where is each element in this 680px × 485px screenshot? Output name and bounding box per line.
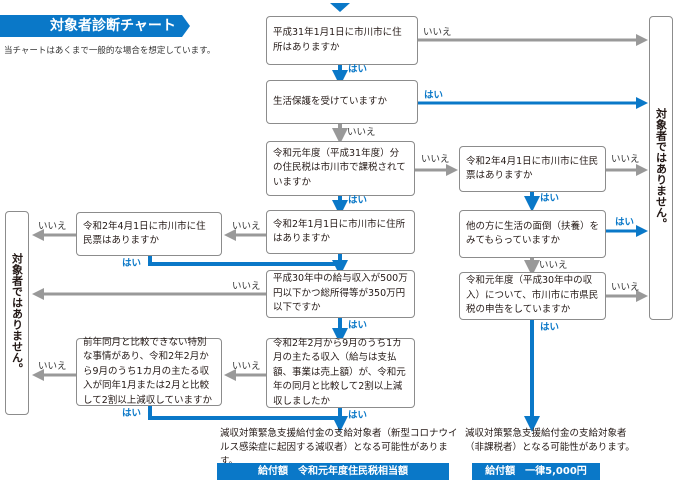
question-q3: 令和元年度（平成31年度）分の住民税は市川市で課税されていますか xyxy=(266,141,415,196)
question-q2: 生活保護を受けていますか xyxy=(266,80,418,124)
question-q6: 令和2年2月から9月のうち1カ月の主たる収入（給与は支払額、事業は売上額）が、令… xyxy=(266,338,415,408)
label-q5-yes: はい xyxy=(348,320,368,331)
question-q5: 平成30年中の給与収入が500万円以下かつ総所得等が350万円以下ですか xyxy=(266,270,415,318)
q7-yes-connector xyxy=(148,406,340,420)
label-q2-no: いいえ xyxy=(347,127,376,138)
result-left-amount: 給付額 令和元年度住民税相当額 xyxy=(217,463,449,480)
question-r1: 令和2年4月1日に市川市に住民票はありますか xyxy=(459,146,606,192)
question-q4: 令和2年1月1日に市川市に住所はありますか xyxy=(266,210,415,254)
result-left-text: 減収対策緊急支援給付金の支給対象者（新型コロナウイルス感染症に起因する減収者）と… xyxy=(220,428,458,467)
label-r3-no: いいえ xyxy=(611,282,640,293)
question-q8: 令和2年4月1日に市川市に住民票はありますか xyxy=(76,212,222,256)
question-r2: 他の方に生活の面倒（扶養）をみてもらっていますか xyxy=(459,210,606,258)
label-q3-no: いいえ xyxy=(421,154,450,165)
chart-note: 当チャートはあくまで一般的な場合を想定しています。 xyxy=(4,46,216,56)
label-q1-no: いいえ xyxy=(423,27,452,38)
label-q6-yes: はい xyxy=(348,410,368,421)
q8-yes-connector xyxy=(148,256,340,266)
title-arrow-tip xyxy=(182,15,190,37)
label-q6-no: いいえ xyxy=(232,361,261,372)
label-q7-no: いいえ xyxy=(38,361,67,372)
start-arrow xyxy=(330,3,350,12)
label-q8-yes: はい xyxy=(122,258,142,269)
result-right-text: 減収対策緊急支援給付金の支給対象者（非課税者）となる可能性があります。 xyxy=(465,428,635,453)
label-q2-yes: はい xyxy=(424,90,444,101)
label-r2-yes: はい xyxy=(615,217,635,228)
label-q1-yes: はい xyxy=(348,64,368,75)
label-r1-yes: はい xyxy=(540,193,560,204)
not-eligible-right: 対象者ではありません。 xyxy=(649,16,673,320)
label-r3-yes: はい xyxy=(540,322,560,333)
question-q7: 前年同月と比較できない特別な事情があり、令和2年2月から9月のうち1カ月の主たる… xyxy=(76,337,222,406)
question-r3: 令和元年度（平成30年中の収入）について、市川市に市県民税の申告をしていますか xyxy=(459,272,606,320)
label-r1-no: いいえ xyxy=(611,154,640,165)
label-q8-no: いいえ xyxy=(38,221,67,232)
question-q1: 平成31年1月1日に市川市に住所はありますか xyxy=(266,16,418,65)
chart-title: 対象者診断チャート xyxy=(0,15,182,37)
label-q3-yes: はい xyxy=(348,195,368,206)
label-r2-no: いいえ xyxy=(539,260,568,271)
label-q7-yes: はい xyxy=(122,408,142,419)
result-right-amount: 給付額 一律5,000円 xyxy=(472,463,600,480)
label-q5-no: いいえ xyxy=(232,281,261,292)
not-eligible-left: 対象者ではありません。 xyxy=(5,211,29,415)
label-q4-no: いいえ xyxy=(232,221,261,232)
